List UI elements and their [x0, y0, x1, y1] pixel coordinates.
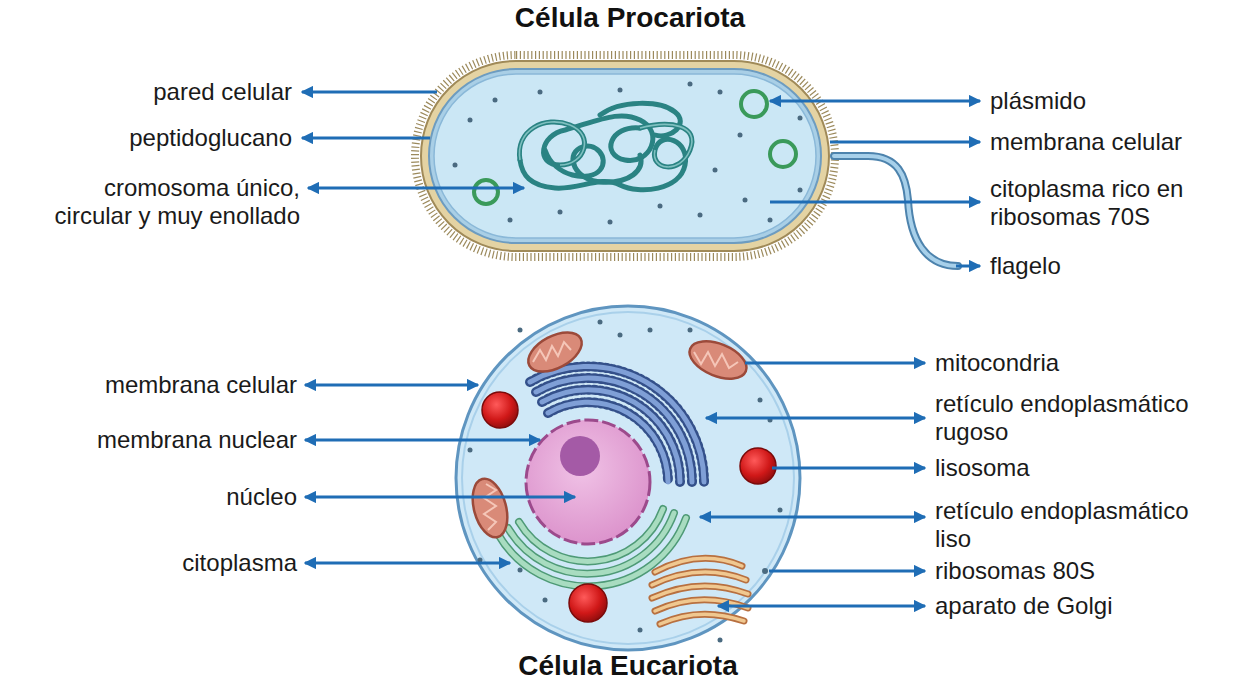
part-label: pared celular — [153, 78, 292, 106]
flagellum — [834, 156, 958, 266]
part-label: citoplasma rico en ribosomas 70S — [990, 175, 1220, 231]
cell-node: Célula Eucariota — [440, 300, 816, 687]
prokaryote-cell — [415, 55, 958, 266]
part-label: membrana nuclear — [97, 426, 297, 454]
golgi — [652, 558, 748, 624]
part-label: peptidoglucano — [129, 124, 292, 152]
lysosome — [482, 392, 776, 622]
cell-heading: Célula Eucariota — [440, 650, 816, 682]
part-label: retículo endoplasmático liso — [935, 497, 1205, 553]
part-label: membrana celular — [105, 371, 297, 399]
part-label: plásmido — [990, 87, 1086, 115]
ribosome-dots — [453, 82, 803, 225]
part-label: membrana celular — [990, 128, 1182, 156]
part-label: lisosoma — [935, 454, 1030, 482]
cell-node: Célula Procariota — [415, 0, 845, 262]
cell-heading: Célula Procariota — [415, 2, 845, 34]
nucleus — [526, 420, 650, 544]
part-label: ribosomas 80S — [935, 557, 1095, 585]
leader-lines — [302, 92, 980, 606]
part-label: aparato de Golgi — [935, 592, 1112, 620]
mitochondria — [467, 324, 752, 541]
nucleolus — [560, 436, 600, 476]
part-label: mitocondria — [935, 349, 1059, 377]
eukaryote-cell — [456, 306, 800, 650]
part-label: cromosoma único, circular y muy enollado — [38, 174, 300, 230]
part-label: citoplasma — [182, 549, 297, 577]
part-label: retículo endoplasmático rugoso — [935, 390, 1205, 446]
part-label: núcleo — [226, 483, 297, 511]
chromosome — [519, 103, 692, 189]
part-label: flagelo — [990, 252, 1061, 280]
ribosome-dots — [468, 320, 783, 643]
